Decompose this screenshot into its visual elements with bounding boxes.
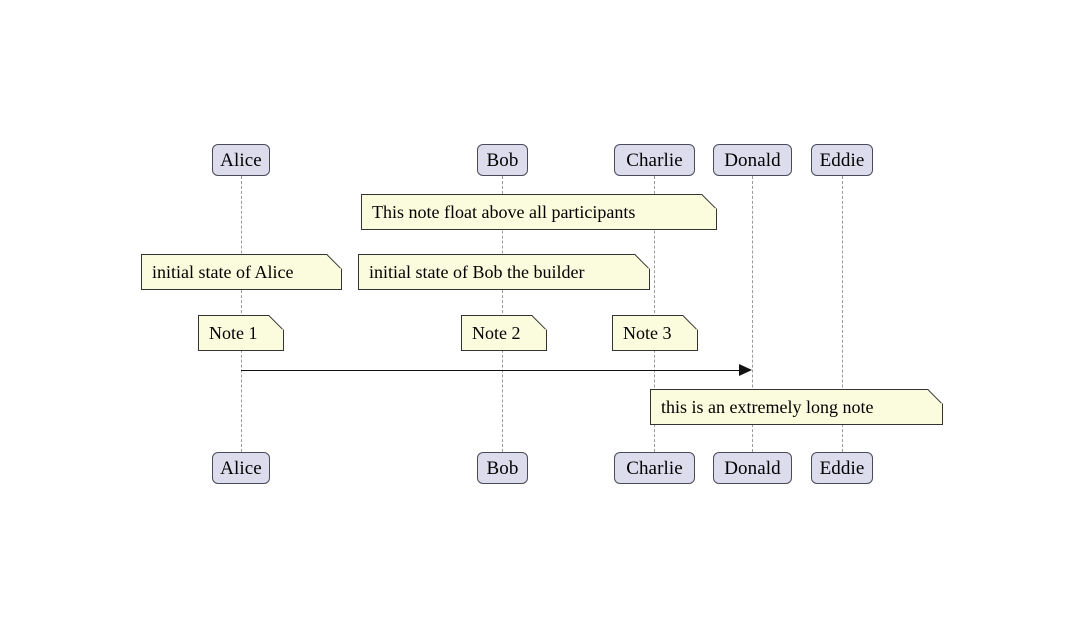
note-text: initial state of Alice: [152, 262, 294, 282]
note-fold-icon: [635, 254, 650, 269]
note-fold-icon: [928, 389, 943, 404]
participant-footer-alice[interactable]: Alice: [212, 452, 270, 484]
participant-footer-eddie[interactable]: Eddie: [811, 452, 873, 484]
participant-label: Eddie: [819, 457, 865, 479]
participant-header-donald[interactable]: Donald: [713, 144, 792, 176]
lifeline-charlie: [654, 176, 655, 452]
lifeline-eddie: [842, 176, 843, 452]
note-initial-state-bob[interactable]: initial state of Bob the builder: [358, 254, 650, 290]
participant-header-bob[interactable]: Bob: [477, 144, 528, 176]
note-fold-icon: [683, 315, 698, 330]
participant-label: Bob: [486, 149, 519, 171]
note-text: Note 1: [209, 323, 258, 343]
lifeline-bob: [502, 176, 503, 452]
participant-label: Donald: [724, 457, 781, 479]
note-initial-state-alice[interactable]: initial state of Alice: [141, 254, 342, 290]
lifeline-alice: [241, 176, 242, 452]
note-text: this is an extremely long note: [661, 397, 874, 417]
participant-label: Alice: [220, 149, 262, 171]
participant-label: Charlie: [626, 457, 683, 479]
participant-footer-donald[interactable]: Donald: [713, 452, 792, 484]
participant-label: Charlie: [626, 149, 683, 171]
note-3[interactable]: Note 3: [612, 315, 698, 351]
note-extremely-long[interactable]: this is an extremely long note: [650, 389, 943, 425]
note-over-all-participants[interactable]: This note float above all participants: [361, 194, 717, 230]
participant-label: Donald: [724, 149, 781, 171]
note-text: Note 3: [623, 323, 672, 343]
participant-label: Bob: [486, 457, 519, 479]
participant-footer-bob[interactable]: Bob: [477, 452, 528, 484]
note-text: Note 2: [472, 323, 521, 343]
participant-footer-charlie[interactable]: Charlie: [614, 452, 695, 484]
note-fold-icon: [702, 194, 717, 209]
message-line-alice-to-donald[interactable]: [241, 370, 739, 371]
note-fold-icon: [327, 254, 342, 269]
participant-label: Eddie: [819, 149, 865, 171]
note-2[interactable]: Note 2: [461, 315, 547, 351]
participant-header-alice[interactable]: Alice: [212, 144, 270, 176]
note-text: initial state of Bob the builder: [369, 262, 585, 282]
participant-label: Alice: [220, 457, 262, 479]
participant-header-charlie[interactable]: Charlie: [614, 144, 695, 176]
note-fold-icon: [269, 315, 284, 330]
message-arrowhead-icon: [739, 364, 752, 376]
participant-header-eddie[interactable]: Eddie: [811, 144, 873, 176]
note-1[interactable]: Note 1: [198, 315, 284, 351]
note-fold-icon: [532, 315, 547, 330]
lifeline-donald: [752, 176, 753, 452]
note-text: This note float above all participants: [372, 202, 636, 222]
